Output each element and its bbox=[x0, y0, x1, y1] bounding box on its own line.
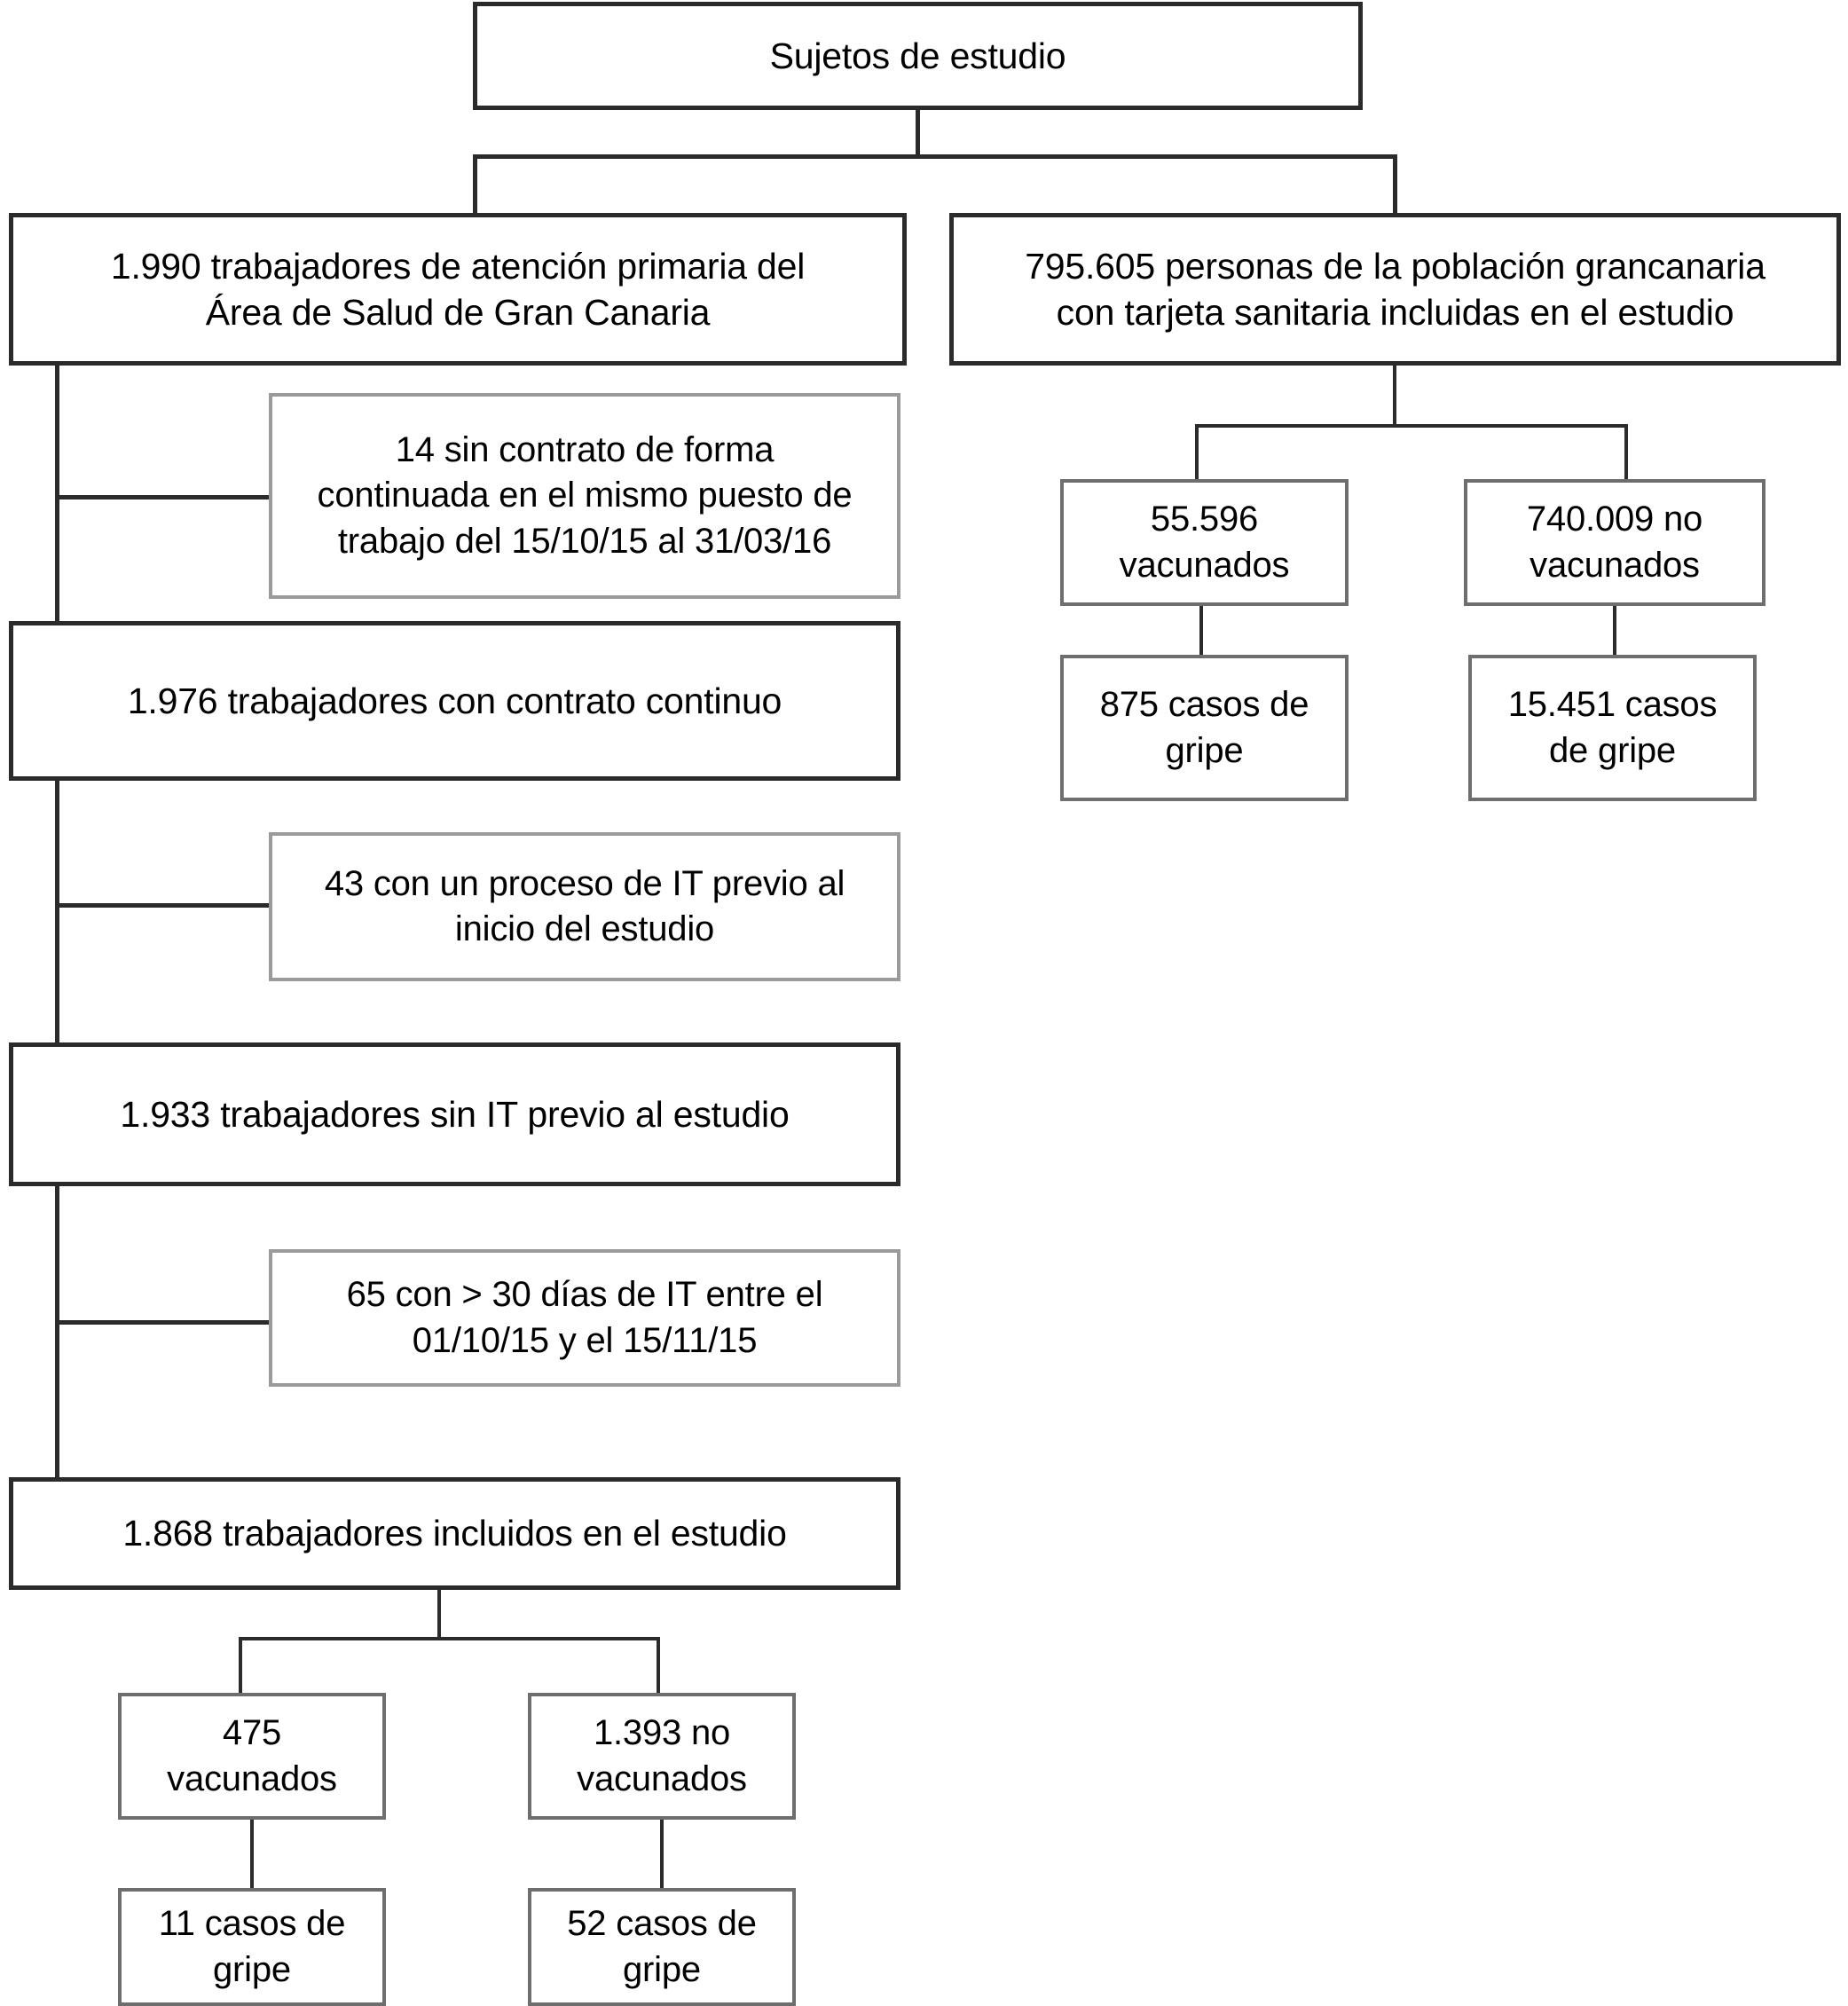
node-population-group-2-outcome: 15.451 casos de gripe bbox=[1468, 655, 1757, 801]
node-exclusion-1-label: 14 sin contrato de forma continuada en e… bbox=[317, 430, 853, 561]
connector-workers-groups-stem bbox=[437, 1590, 441, 1639]
connector-root-stem bbox=[916, 110, 920, 158]
connector-workers-to-group-2 bbox=[657, 1637, 660, 1695]
connector-population-to-group-2 bbox=[1624, 424, 1628, 482]
node-population-group-2-outcome-label: 15.451 casos de gripe bbox=[1507, 685, 1718, 770]
connector-population-group-1-to-outcome bbox=[1199, 606, 1203, 657]
node-exclusion-2: 43 con un proceso de IT previo al inicio… bbox=[269, 832, 900, 981]
connector-exclusion-1-arm bbox=[55, 495, 272, 500]
connector-workers-spine-2 bbox=[55, 781, 59, 1042]
connector-workers-groups-bar bbox=[239, 1637, 660, 1640]
node-workers-group-1-outcome-label: 11 casos de gripe bbox=[158, 1904, 346, 1989]
node-workers-group-2-outcome: 52 casos de gripe bbox=[528, 1888, 796, 2006]
connector-population-to-group-1 bbox=[1195, 424, 1199, 482]
node-workers-group-2: 1.393 no vacunados bbox=[528, 1693, 796, 1820]
node-population-group-1-outcome: 875 casos de gripe bbox=[1060, 655, 1349, 801]
connector-exclusion-3-arm bbox=[55, 1320, 272, 1325]
node-workers-group-2-label: 1.393 no vacunados bbox=[577, 1713, 747, 1798]
node-workers-group-2-outcome-label: 52 casos de gripe bbox=[567, 1904, 757, 1989]
node-workers-step-3: 1.868 trabajadores incluidos en el estud… bbox=[9, 1477, 900, 1590]
node-population-group-2-label: 740.009 no vacunados bbox=[1526, 500, 1703, 585]
connector-population-group-2-to-outcome bbox=[1613, 606, 1616, 657]
connector-root-split-bar bbox=[473, 154, 1397, 159]
node-population-group-1: 55.596 vacunados bbox=[1060, 479, 1349, 606]
node-root-sujetos-de-estudio: Sujetos de estudio bbox=[473, 2, 1363, 110]
node-workers-step-1: 1.976 trabajadores con contrato continuo bbox=[9, 621, 900, 781]
node-population-group-1-outcome-label: 875 casos de gripe bbox=[1099, 685, 1309, 770]
node-root-label: Sujetos de estudio bbox=[769, 35, 1066, 76]
node-population-group-2: 740.009 no vacunados bbox=[1464, 479, 1765, 606]
connector-population-groups-stem bbox=[1393, 366, 1396, 428]
connector-population-groups-bar bbox=[1195, 424, 1628, 428]
connector-exclusion-2-arm bbox=[55, 903, 272, 908]
node-workers-group-1-outcome: 11 casos de gripe bbox=[118, 1888, 386, 2006]
node-exclusion-1: 14 sin contrato de forma continuada en e… bbox=[269, 393, 900, 599]
node-population-top-label: 795.605 personas de la población grancan… bbox=[1025, 245, 1765, 333]
node-workers-group-1-label: 475 vacunados bbox=[167, 1713, 337, 1798]
node-population-group-1-label: 55.596 vacunados bbox=[1119, 500, 1290, 585]
connector-workers-group-2-to-outcome bbox=[660, 1820, 664, 1891]
node-workers-top: 1.990 trabajadores de atención primaria … bbox=[9, 213, 907, 366]
node-workers-step-2: 1.933 trabajadores sin IT previo al estu… bbox=[9, 1042, 900, 1186]
node-workers-step-1-label: 1.976 trabajadores con contrato continuo bbox=[127, 680, 782, 721]
connector-workers-group-1-to-outcome bbox=[250, 1820, 254, 1891]
node-population-top: 795.605 personas de la población grancan… bbox=[949, 213, 1841, 366]
connector-workers-spine-3 bbox=[55, 1186, 59, 1477]
node-workers-group-1: 475 vacunados bbox=[118, 1693, 386, 1820]
node-workers-top-label: 1.990 trabajadores de atención primaria … bbox=[110, 245, 806, 333]
node-exclusion-2-label: 43 con un proceso de IT previo al inicio… bbox=[324, 863, 845, 948]
connector-workers-spine-1 bbox=[55, 366, 59, 621]
node-exclusion-3: 65 con > 30 días de IT entre el 01/10/15… bbox=[269, 1249, 900, 1387]
connector-root-to-workers bbox=[473, 154, 477, 215]
node-workers-step-3-label: 1.868 trabajadores incluidos en el estud… bbox=[122, 1513, 787, 1554]
node-workers-step-2-label: 1.933 trabajadores sin IT previo al estu… bbox=[120, 1093, 790, 1135]
connector-root-to-population bbox=[1393, 154, 1397, 215]
connector-workers-to-group-1 bbox=[239, 1637, 242, 1695]
node-exclusion-3-label: 65 con > 30 días de IT entre el 01/10/15… bbox=[346, 1275, 823, 1360]
